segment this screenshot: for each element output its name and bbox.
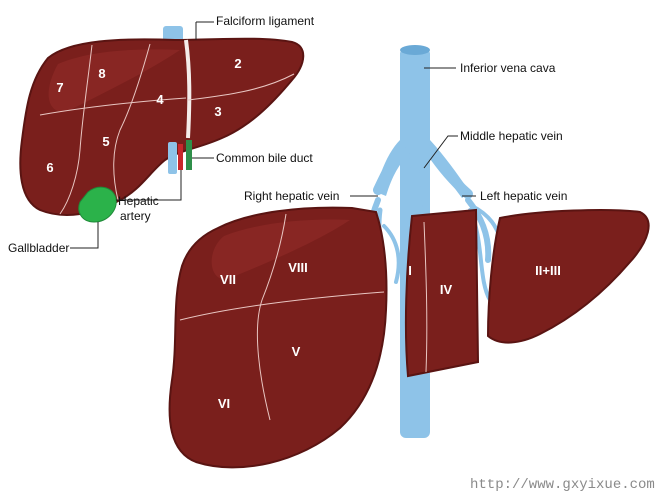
segment-vii-label: VII <box>220 272 236 287</box>
hepatic-artery-label-line1: Hepatic <box>118 194 159 208</box>
left-hepatic-vein-label: Left hepatic vein <box>480 189 567 203</box>
right-lobe-segment-lines <box>179 213 385 421</box>
hepatic-artery-label-line2: artery <box>120 209 151 223</box>
middle-lobe-divider <box>423 221 428 373</box>
whole-liver-segment-lines <box>39 43 295 215</box>
segment-i-label: I <box>408 263 412 278</box>
right-lobe-highlight <box>211 219 350 280</box>
segment-5-label: 5 <box>102 134 109 149</box>
segment-2-label: 2 <box>234 56 241 71</box>
falciform-ligament <box>184 39 192 139</box>
gallbladder <box>78 186 117 223</box>
middle-hepatic-vein-label: Middle hepatic vein <box>460 129 563 143</box>
right-leader-lines <box>350 67 476 197</box>
segment-iv-label: IV <box>440 282 453 297</box>
common-bile-duct-label: Common bile duct <box>216 151 313 165</box>
ivc-vein-junction <box>376 140 410 196</box>
segment-v-label: V <box>292 344 301 359</box>
segment-3-label: 3 <box>214 104 221 119</box>
segment-8-label: 8 <box>98 66 105 81</box>
ivc-top-opening <box>400 45 430 55</box>
left-leader-lines <box>70 21 214 249</box>
segment-4-label: 4 <box>156 92 164 107</box>
middle-lobe-segments-i-iv <box>404 208 480 378</box>
falciform-ligament-label: Falciform ligament <box>216 14 315 28</box>
left-lobe-segments-ii-iii <box>486 209 650 344</box>
portal-vein <box>168 142 177 174</box>
watermark-url: http://www.gxyixue.com <box>470 477 655 493</box>
segment-vi-label: VI <box>218 396 230 411</box>
hepatic-artery <box>178 144 183 170</box>
segment-viii-label: VIII <box>288 260 308 275</box>
segment-ii-iii-label: II+III <box>535 263 561 278</box>
right-hepatic-vein-label: Right hepatic vein <box>244 189 339 203</box>
segment-6-label: 6 <box>46 160 53 175</box>
common-bile-duct <box>186 140 192 170</box>
inferior-vena-cava-label: Inferior vena cava <box>460 61 556 75</box>
whole-liver-illustration: 7 8 4 2 3 5 6 <box>19 26 305 223</box>
gallbladder-label: Gallbladder <box>8 241 69 255</box>
exploded-liver-illustration: VII VIII V VI I IV II+III <box>168 45 650 469</box>
left-vein-junction <box>428 140 470 198</box>
segment-7-label: 7 <box>56 80 63 95</box>
whole-liver-highlight <box>48 49 181 112</box>
